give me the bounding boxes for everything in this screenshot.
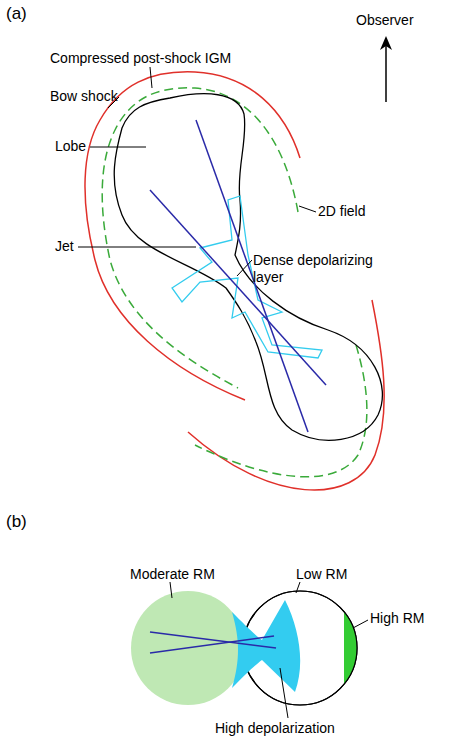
high-rm-region xyxy=(344,588,364,710)
panel-letter: (b) xyxy=(6,512,27,532)
region-label: High depolarization xyxy=(215,720,335,737)
leader-line xyxy=(353,620,368,628)
jet-line xyxy=(150,190,326,385)
field-line xyxy=(195,345,367,477)
leader-line xyxy=(170,582,172,598)
leader-line xyxy=(299,206,316,212)
leader-line xyxy=(296,582,300,593)
region-label: Compressed post-shock IGM xyxy=(50,50,231,67)
region-label: 2D field xyxy=(318,203,365,220)
region-label: Bow shock xyxy=(50,88,118,105)
bow-shock xyxy=(188,300,384,490)
depolarizing-layer xyxy=(172,196,322,358)
region-label: Moderate RM xyxy=(130,566,215,583)
observer-arrow xyxy=(385,46,387,102)
jet-line xyxy=(150,632,276,648)
region-label: Jet xyxy=(55,238,74,255)
leader-line xyxy=(237,260,252,276)
leader-line xyxy=(150,67,152,88)
leader-line xyxy=(90,147,146,148)
arrow-head xyxy=(380,36,392,50)
panel-letter: (a) xyxy=(6,4,27,24)
region-label: Low RM xyxy=(296,566,347,583)
jet-line xyxy=(196,120,308,432)
jet-line xyxy=(150,636,274,653)
leader-line xyxy=(280,668,288,718)
observer-label: Observer xyxy=(356,12,414,29)
region-label: Dense depolarizing layer xyxy=(253,252,388,286)
region-label: High RM xyxy=(370,610,424,627)
region-label: Lobe xyxy=(55,138,86,155)
leader-line xyxy=(78,247,196,248)
